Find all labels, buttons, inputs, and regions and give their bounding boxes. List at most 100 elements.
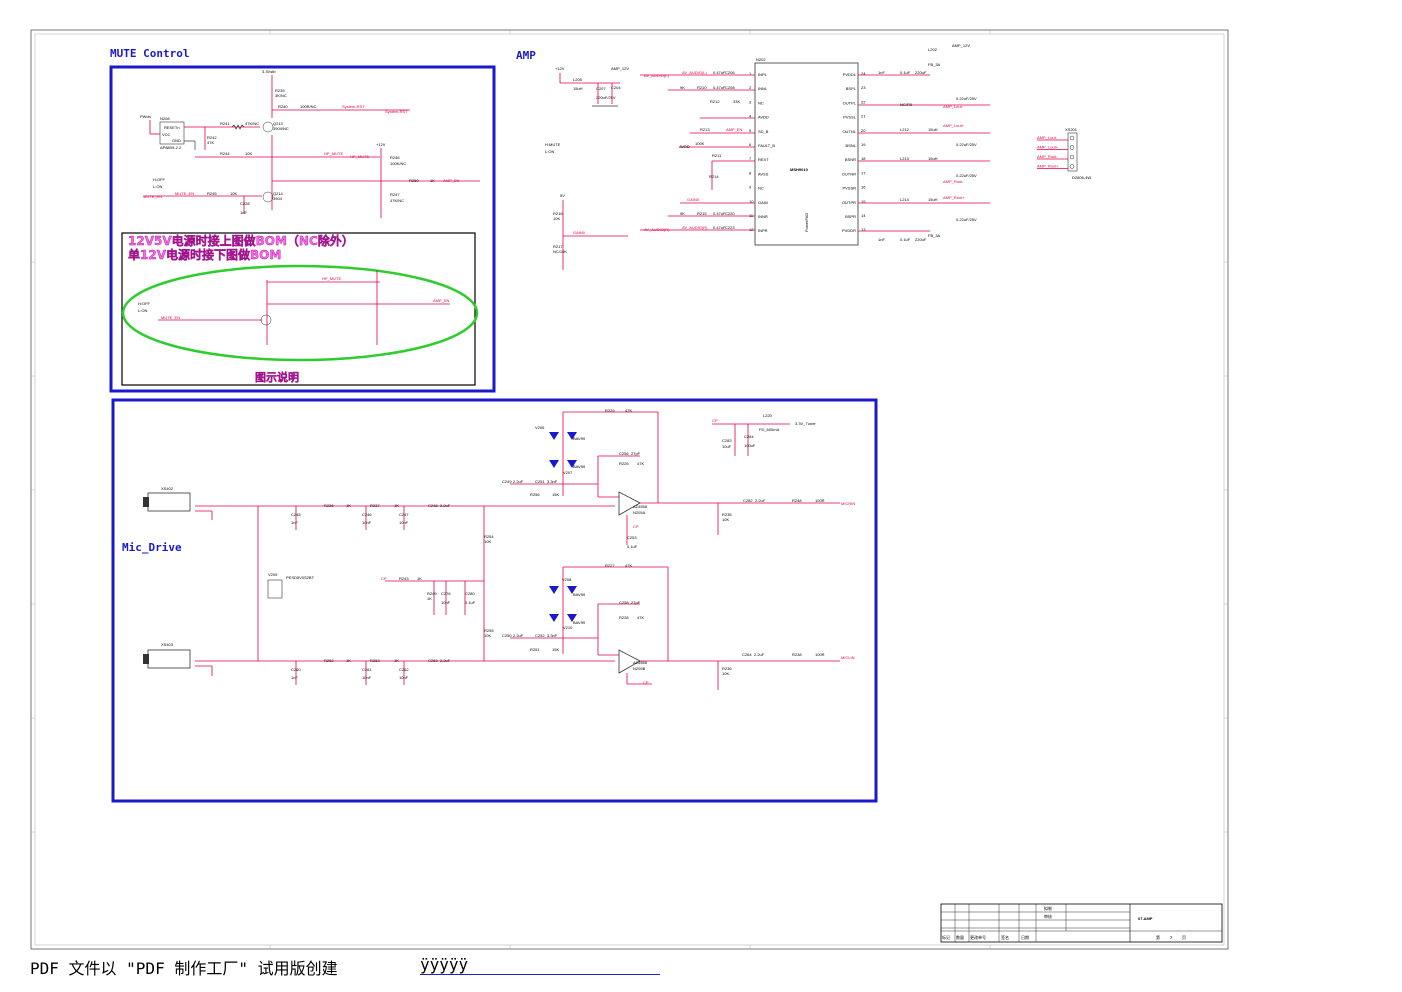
r-bot-in: R251 — [530, 647, 540, 652]
amp-ic-ref: N202 — [756, 57, 766, 62]
amp-left-pin-number: 5 — [749, 128, 752, 133]
r244-val: 10K — [245, 151, 252, 156]
r-bot-in-val: 15K — [552, 647, 559, 652]
r-fb-bot-2: R228 — [619, 615, 629, 620]
fb-bot: FB_3A — [928, 233, 941, 238]
r-fb-top: R225 — [605, 408, 615, 413]
miclin-label: MICLIN — [841, 655, 855, 660]
xs201-pin — [1069, 164, 1075, 169]
c276-ref: C276 — [441, 591, 451, 596]
amp-right-pin-label: PVSSR — [842, 186, 856, 191]
note-state-on: L:ON — [138, 308, 147, 313]
diode-bot-1: BAV99 — [573, 592, 586, 597]
note-hp-mute: HP_MUTE — [322, 276, 341, 281]
xs201-pin — [1069, 135, 1075, 141]
cap-047-a: 0.47uF — [713, 70, 726, 75]
r-fb-bot: R227 — [605, 563, 615, 568]
r-top-in-val: 15K — [552, 492, 559, 497]
bom-note-line2: 单12V电源时接下图做BOM — [128, 247, 281, 262]
amp-left-pin-number: 6 — [749, 142, 752, 147]
ind-3: 15uH — [928, 197, 938, 202]
c261-val: 10nF — [362, 675, 372, 680]
diode-top-1: BAV99 — [573, 436, 586, 441]
amp-left-pin-label: INPL — [758, 72, 768, 77]
r-sh-bot: R236 — [722, 666, 732, 671]
l214-ref: L214 — [900, 197, 910, 202]
r-bot-1: R252 — [324, 658, 334, 663]
mute-en-mid: MUTE_EN — [175, 191, 194, 196]
amp-right-pin-label: PVDDR — [842, 228, 856, 233]
ncfb-1: NC/FB — [900, 102, 912, 107]
amp-en-pin: AMP_EN — [726, 127, 743, 132]
r-bias-bot: R255 — [484, 628, 494, 633]
c263-val: 2.2uF — [440, 658, 451, 663]
r239-ref: R239 — [275, 88, 285, 93]
cp-op-bot: CP — [643, 680, 649, 685]
r-out-bot-val: 100R — [815, 652, 825, 657]
r-top-2-val: 1K — [394, 503, 399, 508]
l205-ref: L205 — [573, 77, 583, 82]
amp-right-pin-label: BSNR — [845, 157, 856, 162]
hp-mute-right: HP_MUTE — [350, 154, 369, 159]
v206-ref: V206 — [535, 425, 545, 430]
r244-ref: R244 — [220, 151, 230, 156]
fb-top: FB_3A — [928, 62, 941, 67]
r-fb-top-val: 47K — [625, 408, 632, 413]
drawing-frame — [30, 29, 1229, 950]
r215-ref: R215 — [697, 211, 707, 216]
ind-2: 15uH — [928, 156, 938, 161]
c-bot-in2-val: 3.3nF — [547, 633, 558, 638]
amp-left-pin-number: 9 — [749, 185, 752, 190]
ind-1: 15uH — [928, 127, 938, 132]
amp-left-pins: INPL1INNL2NC3AVDD4SD_B5FAULT_B6REXT7AVSS… — [749, 71, 775, 233]
r213-ref: R213 — [700, 127, 710, 132]
r-fb-bot-2-val: 47K — [637, 615, 644, 620]
amp-left-pin-label: FAULT_B — [758, 143, 775, 148]
c-out-bot-val: 2.2uF — [754, 652, 765, 657]
r216-ref: R216 — [553, 211, 563, 216]
c207-ref: C207 — [596, 86, 606, 91]
c022-3: 0.22uF/25V — [956, 173, 977, 178]
r211-ref: R211 — [712, 153, 722, 158]
r245-ref: R245 — [207, 191, 217, 196]
r242-ref: R242 — [207, 135, 217, 140]
c-fb-top-val: 27pF — [631, 451, 641, 456]
xs201-body — [1067, 132, 1078, 172]
note-mute-en: MUTE_EN — [161, 315, 180, 320]
amp-left-pin-number: 8 — [749, 170, 752, 175]
amp-left-pin-label: GAIN — [758, 200, 768, 205]
xs201-ref: XS201 — [1065, 127, 1078, 132]
title-block: 拟制 审核 07.AMP 标记数量更改单号签名日期 第 7 页 — [940, 903, 1223, 943]
v208-ref: V208 — [562, 577, 572, 582]
amp-right-pin-number: 17 — [861, 170, 866, 175]
r-fb-bot-val: 47K — [625, 563, 632, 568]
r216-val: 10K — [553, 216, 560, 221]
amp-right-pin-number: 23 — [861, 85, 866, 90]
amp-right-pin-label: BSNL — [846, 143, 857, 148]
amp-right-pin-label: BSPL — [846, 86, 857, 91]
l202-ref: L202 — [928, 47, 938, 52]
v209-part: PESD5V0S2BT — [286, 575, 315, 580]
r9k-b: 9K — [680, 211, 685, 216]
r249-ref: R249 — [427, 591, 437, 596]
c220-top: 220uF — [915, 70, 927, 75]
r33k: 33K — [733, 99, 740, 104]
c223-ref: C223 — [725, 225, 735, 230]
c248-val: 2.2uF — [440, 503, 451, 508]
c208-ref: C208 — [725, 85, 735, 90]
amp-left-pin-label: REXT — [758, 157, 769, 162]
c245-val: 1nF — [291, 520, 298, 525]
amp-ic-pad: PowerPAD — [804, 213, 809, 232]
l205-val: 15uH — [573, 86, 583, 91]
r-out-bot: R238 — [792, 652, 802, 657]
c-fb-bot: C258 — [619, 600, 629, 605]
r217-ref: R217 — [553, 244, 563, 249]
amp-left-pin-number: 1 — [749, 71, 752, 76]
amp-right-pin-number: 15 — [861, 199, 866, 204]
pdf-footer-link[interactable]: ÿÿÿÿÿ — [420, 955, 660, 975]
amp-left-pin-label: NC — [758, 100, 764, 105]
r242-val: 47K — [207, 140, 214, 145]
c284-ref: C284 — [744, 434, 754, 439]
c220-ref: C220 — [725, 211, 735, 216]
v207-ref: V207 — [563, 470, 573, 475]
